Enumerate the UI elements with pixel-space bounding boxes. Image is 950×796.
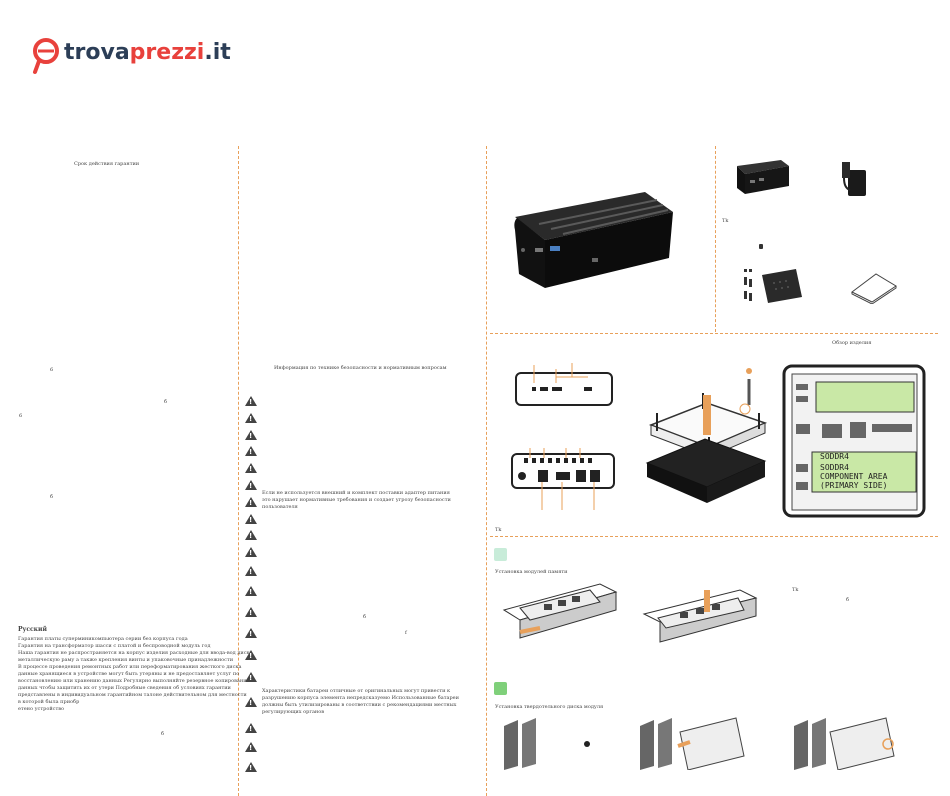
ram-label-slot-a: SODDR4 (820, 452, 849, 461)
front-panel-diagram (515, 363, 613, 406)
warning-icon (245, 607, 257, 617)
logo-text-prezzi: prezzi (129, 40, 205, 65)
mini-pc-thumbnail (737, 160, 789, 194)
warning-icon (245, 650, 257, 660)
ssd-insert-diagram (640, 717, 745, 770)
screw-icon (759, 244, 763, 249)
overview-note: Tk (495, 527, 502, 533)
warranty-header: Срок действия гарантии (74, 161, 140, 167)
warning-icon (245, 514, 257, 524)
warranty-line: представлены в индивидуальном гарантийно… (18, 692, 247, 698)
battery-warning-line: регулирующих органов (262, 709, 325, 715)
motherboard-top-diagram (782, 364, 926, 518)
ram-label-component: COMPONENT AREA (820, 472, 888, 481)
step-1-label: Установка модулей памяти (495, 569, 568, 575)
divider-overview-bottom (490, 536, 938, 537)
warning-icon (245, 530, 257, 540)
ssd-screw-icon (584, 741, 590, 747)
warning-icon (245, 396, 257, 406)
power-adapter-image (842, 162, 866, 196)
ssd-fasten-diagram (794, 717, 895, 770)
battery-warning-line: разрушению корпуса элемента непредсказуе… (262, 695, 459, 701)
divider-package (715, 146, 716, 332)
col1-mark-e: б (161, 731, 165, 737)
logo-text-tld: .it (204, 40, 231, 65)
package-note: Tk (722, 218, 729, 224)
warning-icon (245, 497, 257, 507)
warranty-line: данных чтобы защитить их от утери Подроб… (18, 685, 231, 691)
divider-package-bottom (490, 333, 938, 334)
col1-mark-d: б (50, 494, 54, 500)
step-1-note-b: б (846, 597, 850, 603)
warranty-line: в которой была приобр (18, 699, 80, 705)
bottom-cover-removal-diagram (645, 368, 768, 503)
step-2-badge (494, 682, 507, 695)
warning-icon (245, 723, 257, 733)
mini-pc-hero-image (514, 192, 673, 288)
rear-panel-diagram (511, 448, 615, 510)
adapter-warning-line: пользователя (262, 504, 298, 510)
site-logo[interactable]: trovaprezzi.it (32, 36, 231, 76)
battery-warning-line: Характеристики батареи отличные от ориги… (262, 688, 451, 694)
warning-icon (245, 463, 257, 473)
warranty-line: Наша гарантия не распространяется на кор… (18, 650, 253, 656)
memory-insert-angle-diagram (502, 583, 618, 639)
warranty-line: етено устройство (18, 706, 65, 712)
ram-label-slot-b: SODDR4 (820, 463, 849, 472)
col1-mark-b: б (164, 399, 168, 405)
warning-icon (245, 430, 257, 440)
warning-icon (245, 413, 257, 423)
warranty-line: В процессе проведения ремонтных работ ил… (18, 664, 242, 670)
warning-icon (245, 742, 257, 752)
safety-header: Информация по технике безопасности и нор… (274, 365, 447, 371)
col2-mark-a: б (363, 614, 367, 620)
warning-icon (245, 628, 257, 638)
divider-col1 (238, 146, 239, 796)
memory-press-down-diagram (642, 589, 758, 643)
col2-mark-b: f (405, 630, 407, 636)
battery-warning-text: Характеристики батареи отличные от ориги… (262, 688, 459, 716)
warning-icon (245, 566, 257, 576)
col1-mark-c: 6 (19, 413, 23, 419)
warning-icon (245, 586, 257, 596)
step-2-label: Установка твердотельного диска модуля (495, 704, 604, 710)
col1-mark-a: 6 (50, 367, 54, 373)
warning-icon (245, 547, 257, 557)
trovaprezzi-logo-icon (33, 38, 59, 74)
warranty-text: Гарантия платы суперминикомпьютера серии… (18, 636, 253, 713)
warranty-line: данные хранящиеся в устройстве могут быт… (18, 671, 240, 677)
ram-label-side: (PRIMARY SIDE) (820, 481, 888, 490)
overview-title: Обзор изделия (832, 340, 872, 346)
step-1-badge (494, 548, 507, 561)
warranty-line: Гарантия платы суперминикомпьютера серии… (18, 636, 188, 642)
adapter-warning-text: Если не используется внешний и комплект … (262, 490, 451, 511)
divider-col2 (486, 146, 487, 796)
warning-icon (245, 672, 257, 682)
quick-guide-booklet-image (851, 273, 897, 304)
step-1-note-a: Tk (792, 587, 799, 593)
ssd-slot-diagram (504, 718, 536, 770)
warranty-line: восстановлению или хранению данных Регул… (18, 678, 250, 684)
warning-icon (245, 446, 257, 456)
adapter-warning-line: это нарушает нормативные требования и со… (262, 497, 451, 503)
adapter-warning-line: Если не используется внешний и комплект … (262, 490, 450, 496)
warning-icon (245, 762, 257, 772)
russian-title: Русский (18, 626, 47, 633)
ram-slot-labels: SODDR4 SODDR4 COMPONENT AREA (PRIMARY SI… (820, 452, 887, 490)
logo-text-trova: trova (64, 40, 130, 65)
battery-warning-line: должны быть утилизированы в соответствии… (262, 702, 457, 708)
screws-and-bracket-image (744, 269, 802, 303)
warning-icon (245, 697, 257, 707)
warranty-line: Гарантия на трансформатор шасси с платой… (18, 643, 211, 649)
warranty-line: металлическую раму а также крепления вин… (18, 657, 234, 663)
warning-icon (245, 480, 257, 490)
